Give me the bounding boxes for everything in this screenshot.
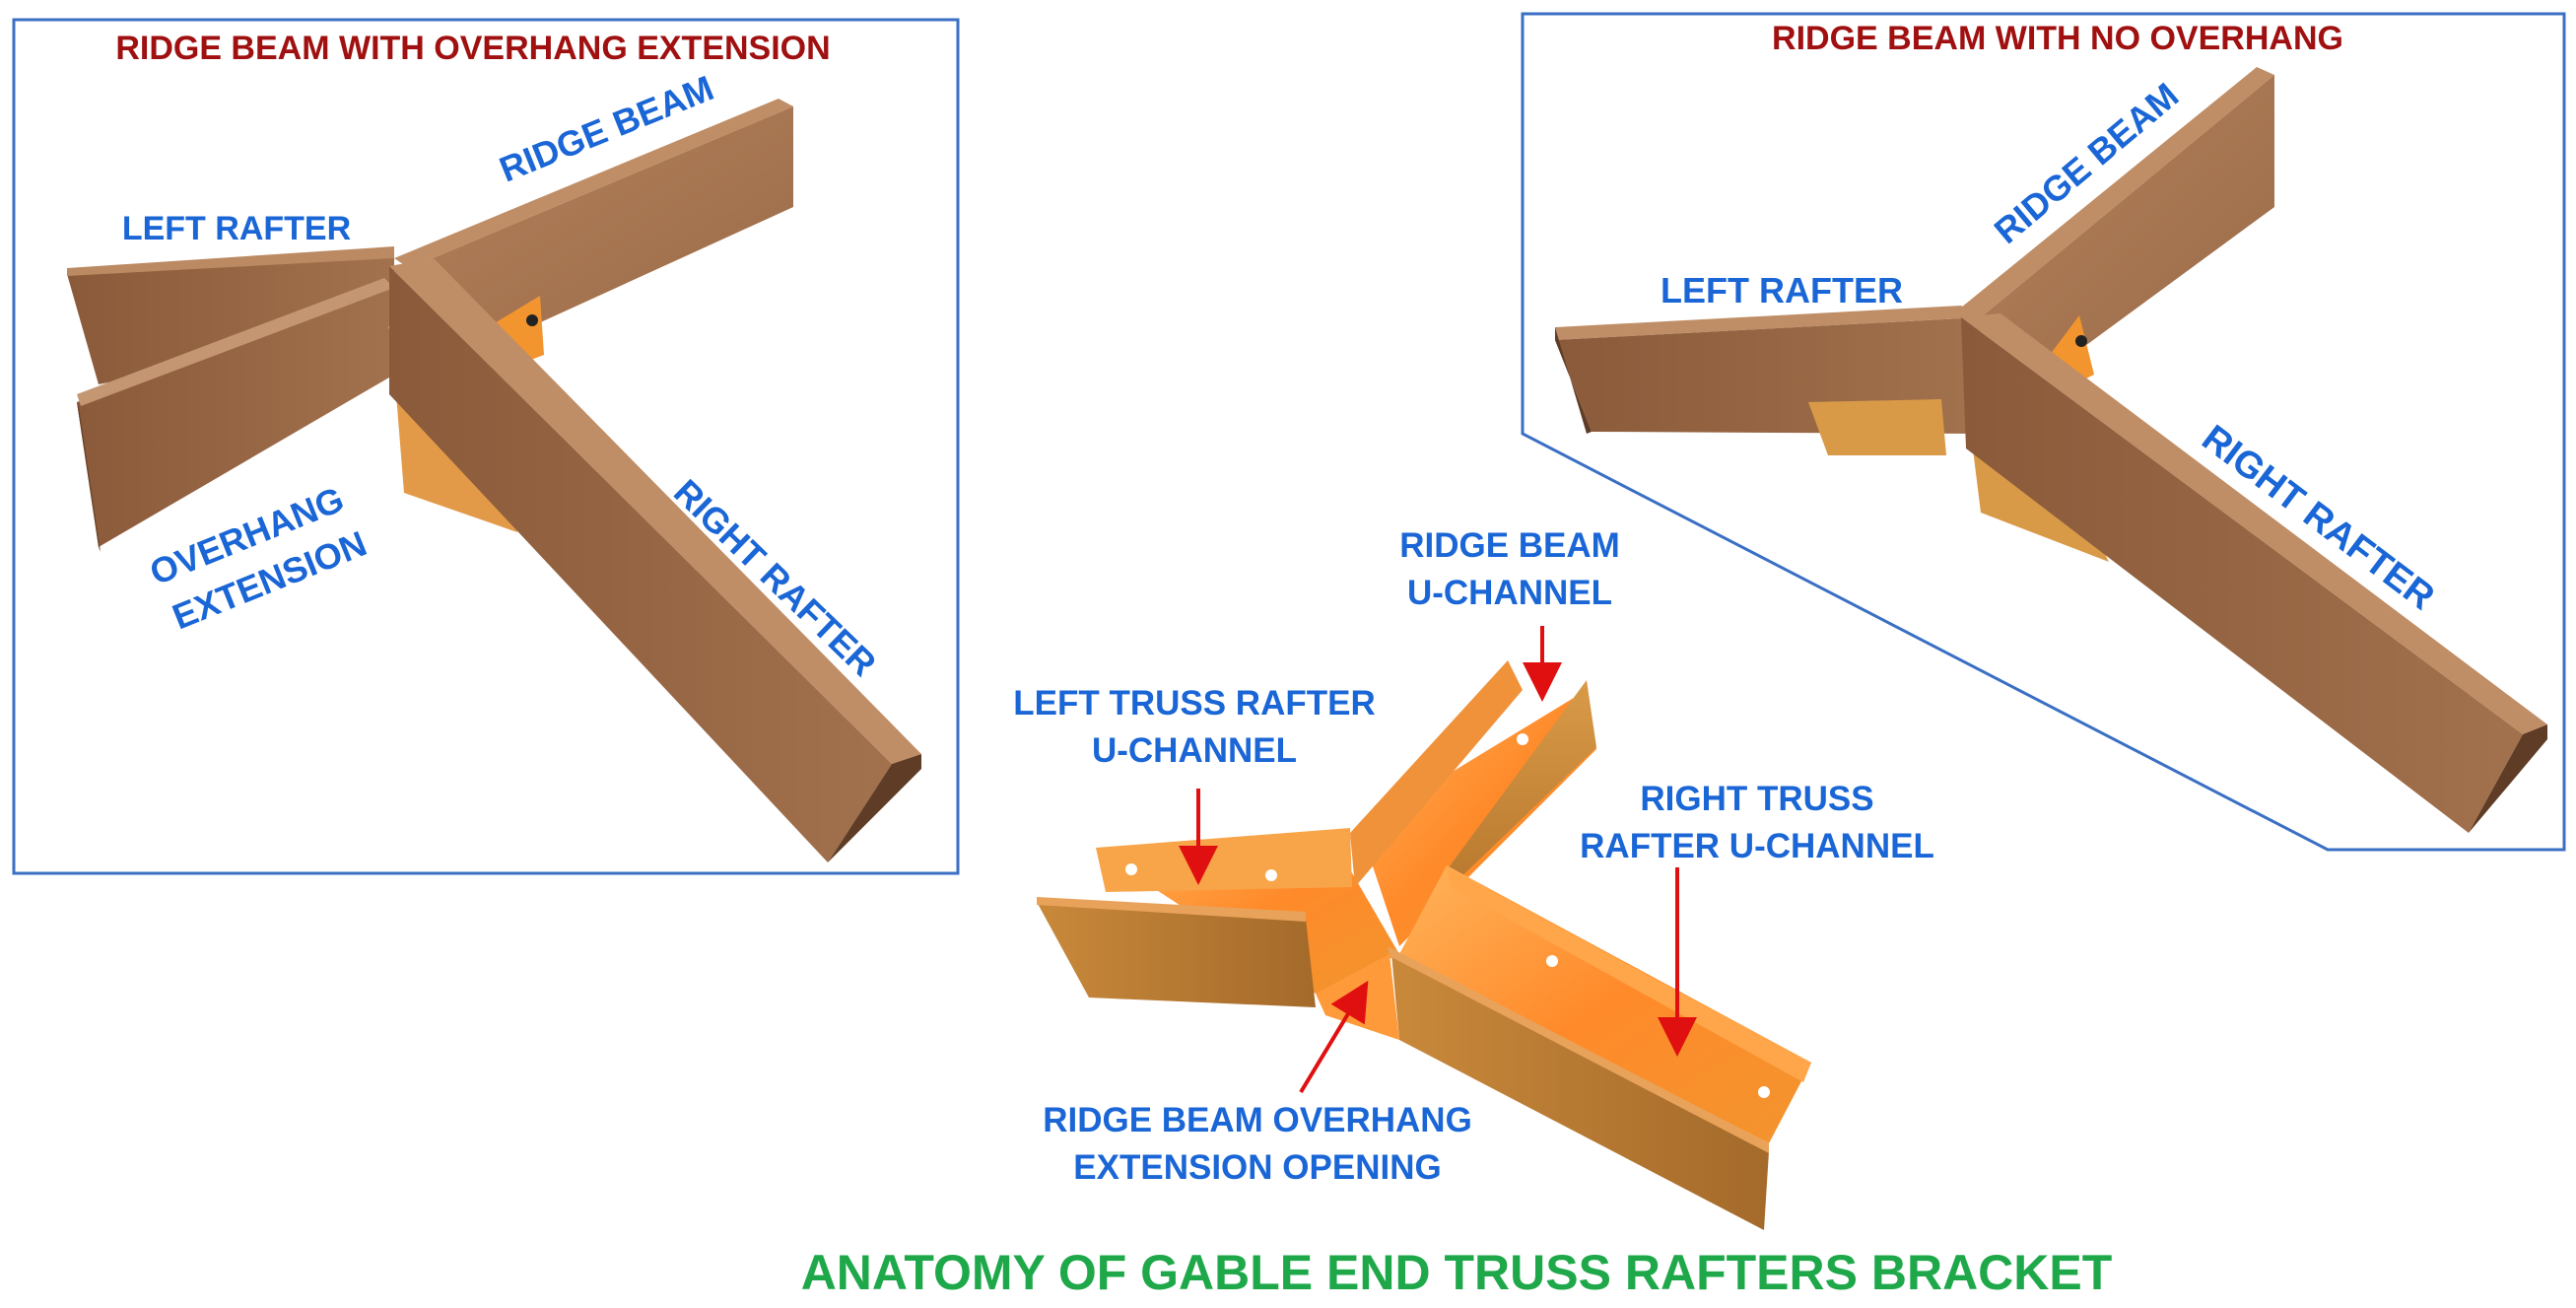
bracket-left-channel-front-wall (1037, 902, 1316, 1007)
bracket-hole (1125, 863, 1137, 875)
right-right-rafter-face (1961, 317, 2523, 833)
bracket-illustration: RIDGE BEAM U-CHANNEL LEFT TRUSS RAFTER U… (1013, 526, 1934, 1230)
label-ridge-channel-2: U-CHANNEL (1407, 574, 1612, 612)
right-ridge-beam-face (1981, 75, 2274, 365)
left-panel-frame (12, 18, 960, 875)
right-left-rafter-end (1555, 327, 1592, 434)
left-overhang-top (77, 278, 394, 406)
main-title: ANATOMY OF GABLE END TRUSS RAFTERS BRACK… (801, 1245, 2113, 1300)
right-right-rafter-end (2469, 724, 2547, 833)
right-label-left-rafter: LEFT RAFTER (1661, 270, 1903, 310)
bracket-right-channel-back-wall (1447, 867, 1811, 1082)
label-right-channel-2: RAFTER U-CHANNEL (1580, 827, 1934, 865)
bracket-right-channel-front-wall (1391, 954, 1769, 1230)
left-overhang-end (77, 402, 101, 552)
bracket-hole (1517, 733, 1528, 745)
bracket-hole (1546, 955, 1558, 967)
bracket-left-channel-back-wall (1096, 828, 1352, 892)
left-ridge-beam-top (394, 99, 793, 268)
label-ridge-channel-1: RIDGE BEAM (1399, 526, 1620, 565)
right-bracket-tab-left (1808, 399, 1946, 455)
bracket-ridge-channel-left-wall (1350, 660, 1523, 887)
left-bracket-bolt (526, 314, 538, 326)
label-overhang-opening-2: EXTENSION OPENING (1073, 1148, 1441, 1187)
right-right-rafter-top (1961, 313, 2547, 734)
right-ridge-beam-top (1961, 67, 2274, 317)
label-left-channel-1: LEFT TRUSS RAFTER (1013, 684, 1375, 723)
left-panel: RIDGE BEAM WITH OVERHANG EXTENSION RIDGE… (12, 18, 960, 875)
bracket-hole (1448, 704, 1459, 716)
label-overhang-opening-1: RIDGE BEAM OVERHANG (1043, 1101, 1472, 1139)
bracket-ridge-channel-right-wall (1449, 680, 1596, 887)
label-right-channel-1: RIGHT TRUSS (1640, 780, 1873, 818)
left-overhang-extension (77, 286, 394, 547)
left-right-rafter-face (389, 266, 892, 862)
label-left-channel-2: U-CHANNEL (1092, 731, 1297, 770)
arrow-overhang-opening (1299, 980, 1369, 1094)
bracket-right-channel-front-edge (1388, 946, 1769, 1153)
right-panel-title: RIDGE BEAM WITH NO OVERHANG (1772, 20, 2343, 57)
right-bracket-bolt (2075, 335, 2087, 347)
bracket-right-channel-floor (1399, 865, 1811, 1143)
right-left-rafter-top (1555, 306, 1981, 340)
left-label-left-rafter: LEFT RAFTER (122, 210, 351, 247)
right-panel-frame (1521, 12, 2566, 852)
left-left-rafter (67, 251, 394, 384)
left-panel-title: RIDGE BEAM WITH OVERHANG EXTENSION (115, 30, 830, 67)
bracket-left-channel-front-top (1037, 897, 1306, 922)
bracket-hole (1758, 1086, 1770, 1098)
bracket-hole (1265, 869, 1277, 881)
left-left-rafter-top (67, 246, 394, 276)
left-right-rafter-end (828, 754, 921, 862)
right-panel: RIDGE BEAM WITH NO OVERHANG RIDGE BEAM L… (1521, 12, 2566, 852)
left-right-rafter-top (389, 258, 921, 764)
left-ridge-beam-face (409, 106, 793, 335)
